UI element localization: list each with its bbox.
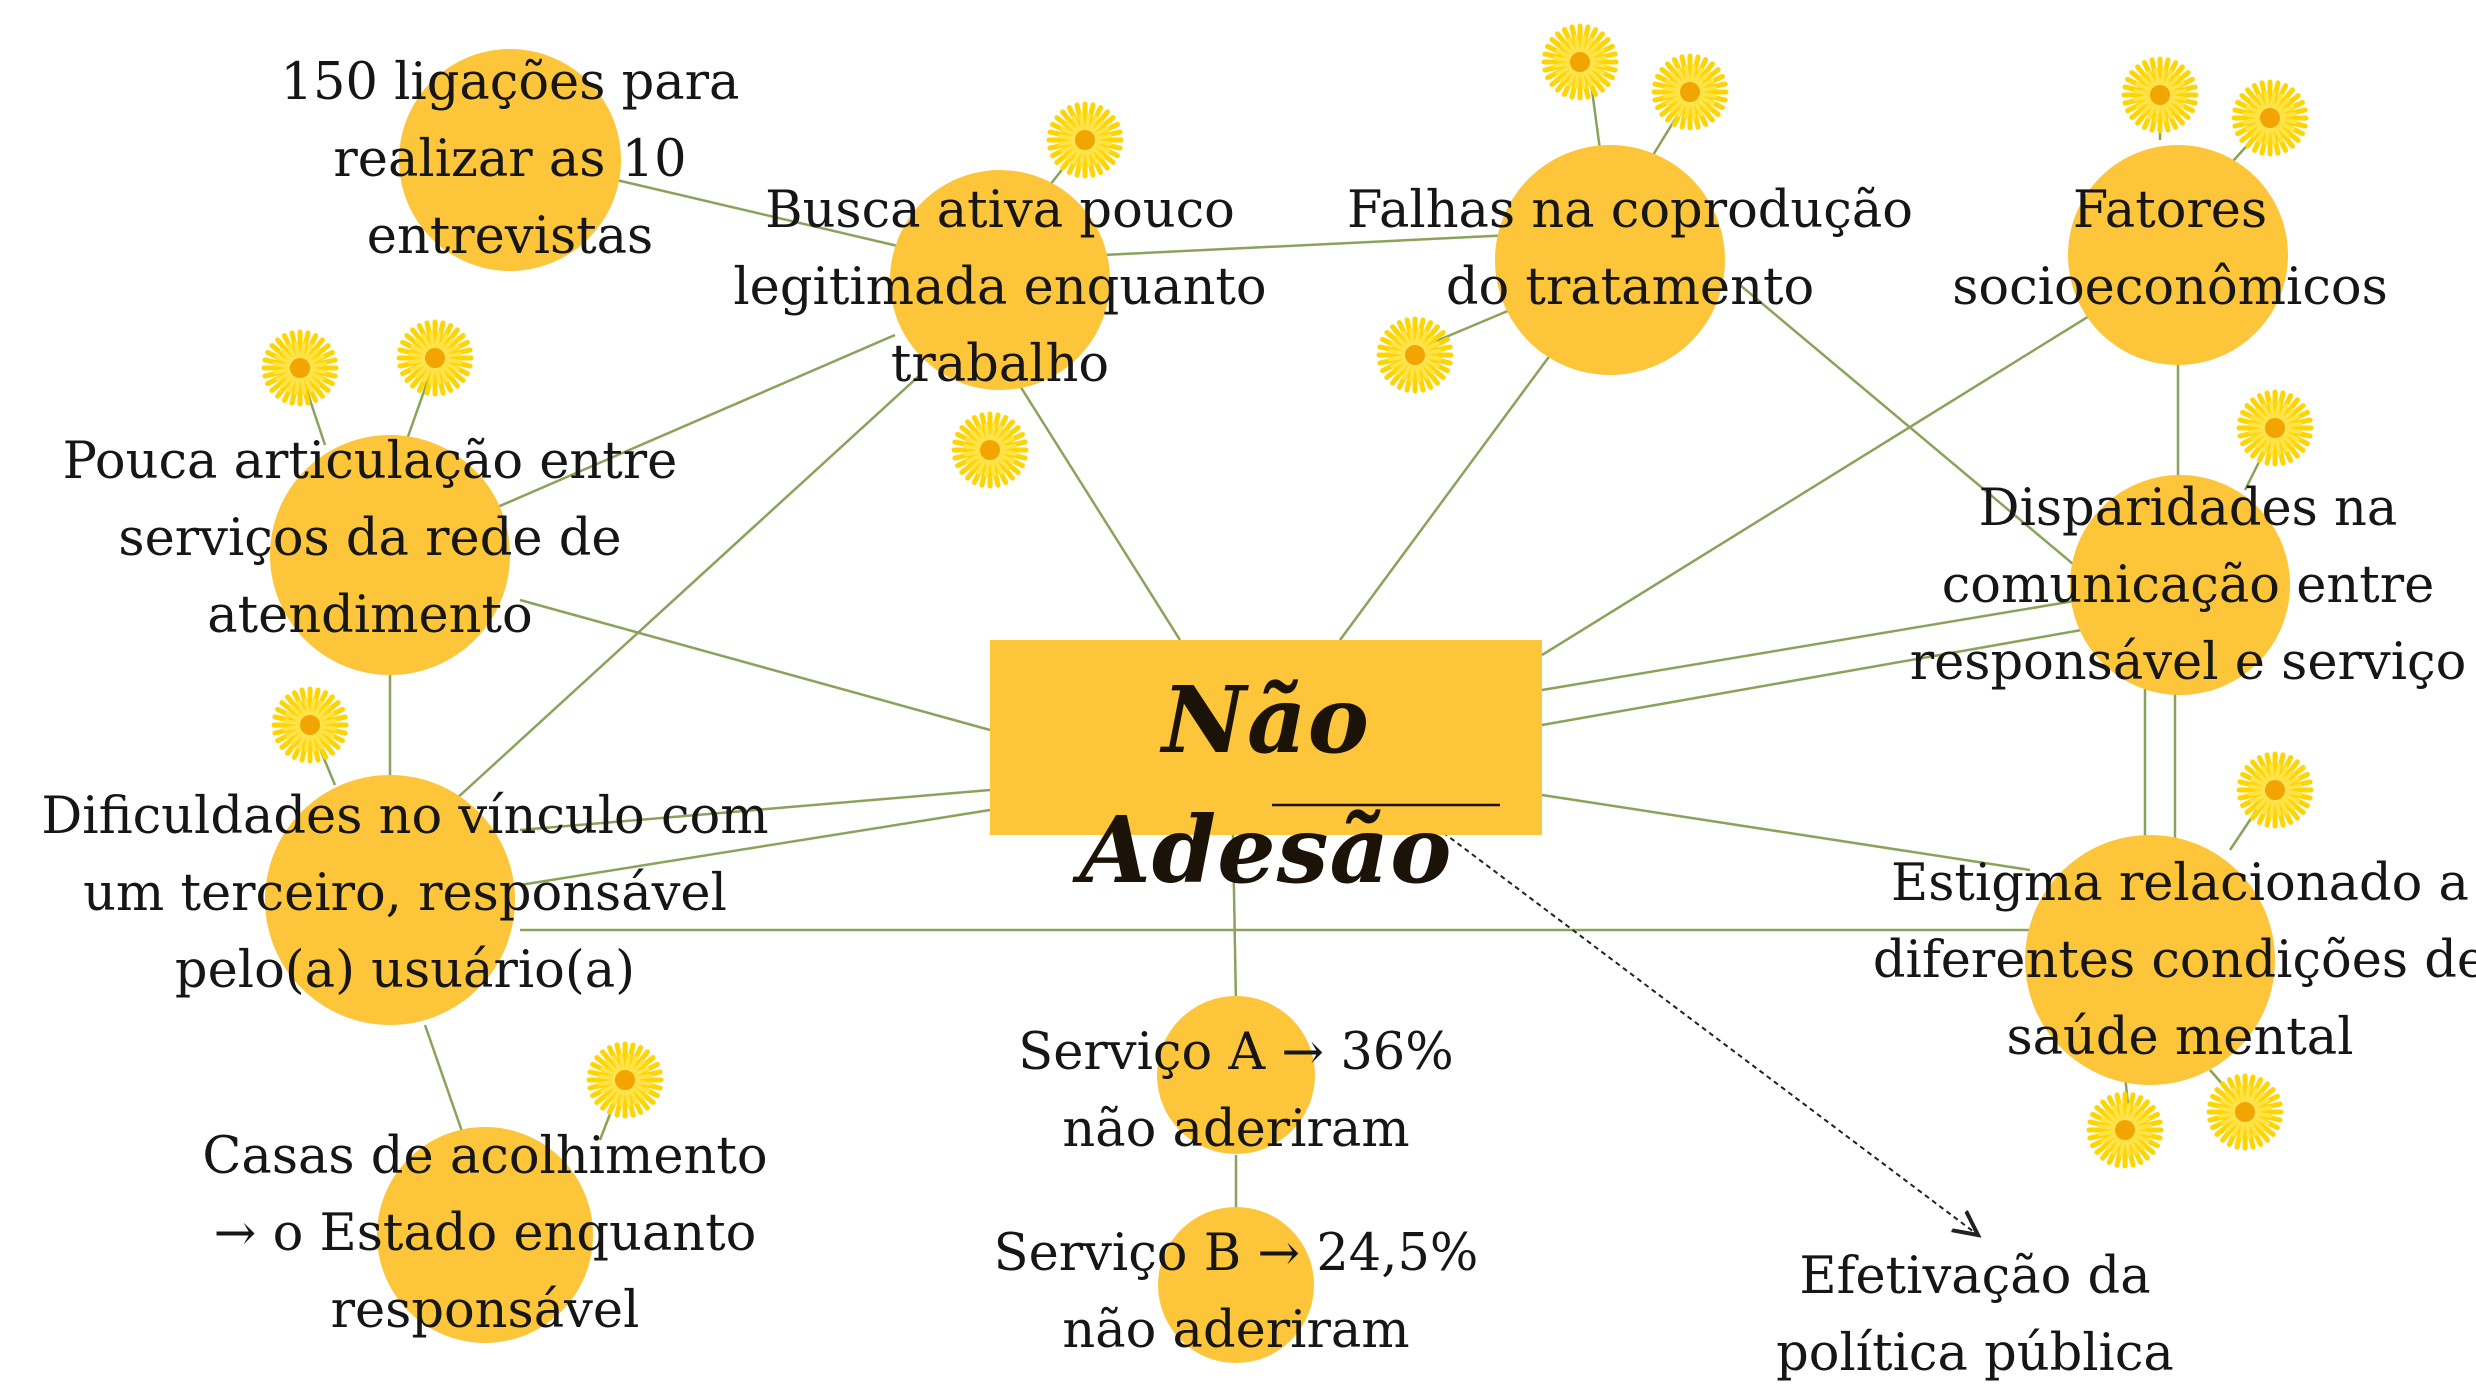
node-label-disparidades: Disparidades na comunicação entre respon… — [1910, 470, 2467, 701]
node-line: Dificuldades no vínculo com — [41, 787, 769, 846]
node-line: do tratamento — [1445, 258, 1815, 317]
node-label-casas: Casas de acolhimento → o Estado enquanto… — [202, 1118, 767, 1349]
node-line: política pública — [1776, 1324, 2174, 1383]
node-circle-disparidades — [2070, 475, 2290, 695]
edge-falhas-disparidades — [1739, 284, 2111, 596]
edge-dificuldades-center-2 — [519, 808, 991, 887]
edge-dificuldades-center-1 — [519, 788, 991, 832]
edge-dificuldades-casas — [423, 1024, 467, 1141]
node-line: socioeconômicos — [1952, 258, 2388, 317]
dandelion-flower-icon — [1651, 53, 1729, 131]
node-line: um terceiro, responsável — [83, 864, 727, 923]
edge-fatores-center — [1541, 298, 2116, 657]
node-line: 150 ligações para — [280, 53, 740, 112]
dandelion-flower-icon — [261, 329, 339, 407]
dandelion-flower-icon — [1046, 101, 1124, 179]
node-line: Serviço B → 24,5% — [993, 1224, 1479, 1283]
node-circle-servico-a — [1157, 996, 1315, 1154]
node-line: pelo(a) usuário(a) — [174, 941, 636, 1000]
dandelion-flower-icon — [2121, 56, 2199, 134]
connection-lines — [374, 153, 2180, 1225]
edge-center-estigma — [1541, 793, 2031, 872]
center-title-flourish — [1272, 803, 1500, 807]
node-label-servico-a: Serviço A → 36% não aderiram — [1018, 1014, 1453, 1168]
node-line: não aderiram — [1062, 1301, 1410, 1360]
node-line: Disparidades na — [1978, 479, 2398, 538]
dandelion-flower-icon — [271, 686, 349, 764]
node-line: trabalho — [890, 335, 1110, 394]
node-line: Busca ativa pouco — [765, 181, 1235, 240]
dandelion-flower-icon — [586, 1041, 664, 1119]
edge-busca-dificuldades — [454, 374, 921, 801]
node-line: diferentes condições de — [1872, 931, 2476, 990]
node-circle-casas — [377, 1127, 593, 1343]
node-label-busca: Busca ativa pouco legitimada enquanto tr… — [733, 172, 1266, 403]
node-label-servico-b: Serviço B → 24,5% não aderiram — [994, 1215, 1479, 1369]
node-line: entrevistas — [366, 207, 654, 266]
dandelion-flower-icon — [2231, 79, 2309, 157]
node-line: → o Estado enquanto — [213, 1204, 757, 1263]
node-line: legitimada enquanto — [733, 258, 1267, 317]
node-label-falhas: Falhas na coprodução do tratamento — [1347, 172, 1913, 326]
node-circle-servico-b — [1158, 1207, 1314, 1363]
node-circle-busca — [890, 170, 1110, 390]
edge-falhas-center — [1338, 334, 1567, 641]
node-line: Pouca articulação entre — [62, 432, 678, 491]
node-label-pouca: Pouca articulação entre serviços da rede… — [63, 423, 678, 654]
center-node-title: Não Adesão — [1079, 666, 1453, 904]
node-circles — [265, 49, 2290, 1363]
node-line: realizar as 10 — [333, 130, 687, 189]
node-label-ligacoes: 150 ligações para realizar as 10 entrevi… — [281, 44, 740, 275]
edge-center-servico-a — [1231, 834, 1238, 1006]
node-line: comunicação entre — [1941, 556, 2435, 615]
node-line: responsável — [330, 1281, 640, 1340]
node-line: Estigma relacionado a — [1891, 854, 2469, 913]
dandelion-flower-icon — [2236, 389, 2314, 467]
node-label-fatores: Fatores socioeconômicos — [1952, 172, 2388, 326]
dandelion-flower-icon — [2086, 1091, 2164, 1169]
dandelion-flower-icon — [396, 319, 474, 397]
dandelion-flowers — [261, 23, 2314, 1169]
center-node-box — [990, 640, 1542, 835]
node-line: Fatores — [2072, 181, 2268, 240]
node-line: responsável e serviço — [1909, 633, 2467, 692]
node-label-dificuldades: Dificuldades no vínculo com um terceiro,… — [41, 778, 768, 1009]
edge-disparidades-center-1 — [1541, 593, 2111, 692]
dandelion-flower-icon — [951, 411, 1029, 489]
node-line: Casas de acolhimento — [202, 1127, 768, 1186]
node-line: serviços da rede de — [118, 509, 622, 568]
node-line: não aderiram — [1062, 1100, 1410, 1159]
dashed-arrow — [1399, 799, 1978, 1235]
dandelion-flower-icon — [1541, 23, 1619, 101]
node-circle-estigma — [2025, 835, 2275, 1085]
node-circle-fatores — [2068, 145, 2288, 365]
node-circle-ligacoes — [399, 49, 621, 271]
node-line: Efetivação da — [1799, 1247, 2151, 1306]
node-line: saúde mental — [2006, 1008, 2354, 1067]
node-line: Serviço A → 36% — [1018, 1023, 1454, 1082]
node-circle-falhas — [1495, 145, 1725, 375]
node-label-efetivacao: Efetivação da política pública — [1776, 1238, 2174, 1392]
edge-disparidades-center-2 — [1541, 623, 2111, 727]
dandelion-flower-icon — [2206, 1073, 2284, 1151]
edge-pouca-center — [519, 598, 991, 732]
node-line: atendimento — [207, 586, 533, 645]
node-circle-dificuldades — [265, 775, 515, 1025]
node-circle-pouca — [270, 435, 510, 675]
node-line: Falhas na coprodução — [1347, 181, 1913, 240]
node-label-estigma: Estigma relacionado a diferentes condiçõ… — [1873, 845, 2476, 1076]
edge-busca-center — [1008, 369, 1182, 641]
dandelion-flower-icon — [2236, 751, 2314, 829]
dandelion-flower-icon — [1376, 316, 1454, 394]
